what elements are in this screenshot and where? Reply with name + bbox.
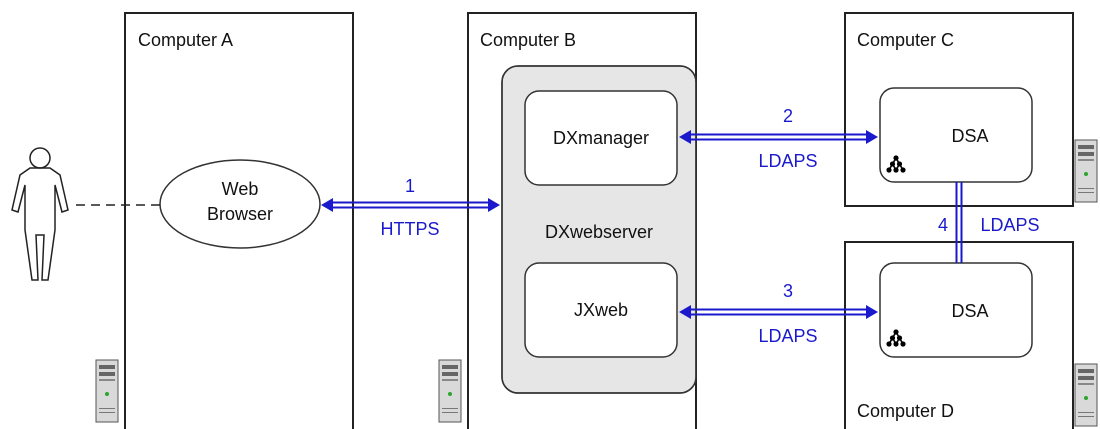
connection-2-protocol: LDAPS — [758, 151, 817, 171]
connection-4-number: 4 — [938, 215, 948, 235]
connection-1-arrow — [321, 198, 500, 212]
connection-3-arrow — [679, 305, 878, 319]
connection-1-left-arrowhead — [321, 198, 333, 212]
web-browser-label-line1: Web — [222, 179, 259, 199]
server-tower-icon — [1074, 363, 1098, 427]
jxweb-label: JXweb — [574, 300, 628, 320]
server-tower-icon — [438, 359, 462, 423]
connection-2-arrow — [679, 130, 878, 144]
web-browser-label-line2: Browser — [207, 204, 273, 224]
server-tower-icon — [1074, 139, 1098, 203]
connection-1-protocol: HTTPS — [380, 219, 439, 239]
connection-4-line — [955, 182, 963, 263]
connection-4-protocol: LDAPS — [980, 215, 1039, 235]
dsa-d-label: DSA — [951, 301, 988, 321]
computer-d-label: Computer D — [857, 401, 954, 421]
web-browser-ellipse — [159, 159, 321, 249]
connection-2-number: 2 — [783, 106, 793, 126]
dxmanager-box — [524, 90, 678, 186]
dxwebserver-label: DXwebserver — [545, 222, 653, 242]
connection-3-protocol: LDAPS — [758, 326, 817, 346]
dxmanager-label: DXmanager — [553, 128, 649, 148]
connection-1-right-arrowhead — [488, 198, 500, 212]
computer-b-label: Computer B — [480, 30, 576, 50]
connection-3-right-arrowhead — [866, 305, 878, 319]
computer-c-label: Computer C — [857, 30, 954, 50]
server-tower-icon — [95, 359, 119, 423]
dsa-c-label: DSA — [951, 126, 988, 146]
jxweb-box — [524, 262, 678, 358]
connection-3-left-arrowhead — [679, 305, 691, 319]
connection-3-number: 3 — [783, 281, 793, 301]
connection-2-right-arrowhead — [866, 130, 878, 144]
connection-1-number: 1 — [405, 176, 415, 196]
computer-a-label: Computer A — [138, 30, 233, 50]
connection-2-left-arrowhead — [679, 130, 691, 144]
person-outline-icon — [11, 147, 69, 281]
